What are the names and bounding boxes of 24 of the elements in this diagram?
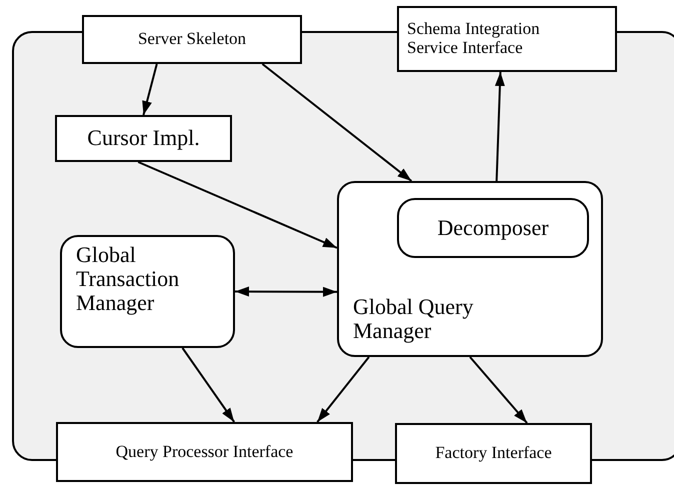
process-box	[55, 115, 232, 162]
process-box	[397, 6, 617, 72]
arrow	[469, 356, 528, 424]
process-box	[82, 15, 302, 64]
arrow	[262, 63, 412, 182]
node-label: Global Transaction Manager	[76, 243, 180, 316]
node-label: Schema Integration Service Interface	[407, 20, 541, 58]
rounded-box	[337, 181, 603, 357]
node-label: Global Query Manager	[353, 294, 474, 343]
rounded-box	[397, 198, 589, 258]
node-label: Query Processor Interface	[116, 442, 294, 462]
process-box	[56, 422, 353, 482]
arrow	[235, 286, 337, 297]
node-label: Server Skeleton	[138, 30, 246, 49]
rounded-box	[60, 235, 235, 348]
arrow	[316, 356, 370, 423]
process-box	[395, 423, 592, 484]
node-label: Cursor Impl.	[87, 126, 200, 151]
arrow	[182, 347, 236, 423]
node-label: Decomposer	[437, 216, 549, 240]
arrow	[138, 161, 338, 249]
node-label: Factory Interface	[435, 444, 552, 463]
arrow	[494, 72, 505, 182]
arrow	[142, 64, 158, 116]
